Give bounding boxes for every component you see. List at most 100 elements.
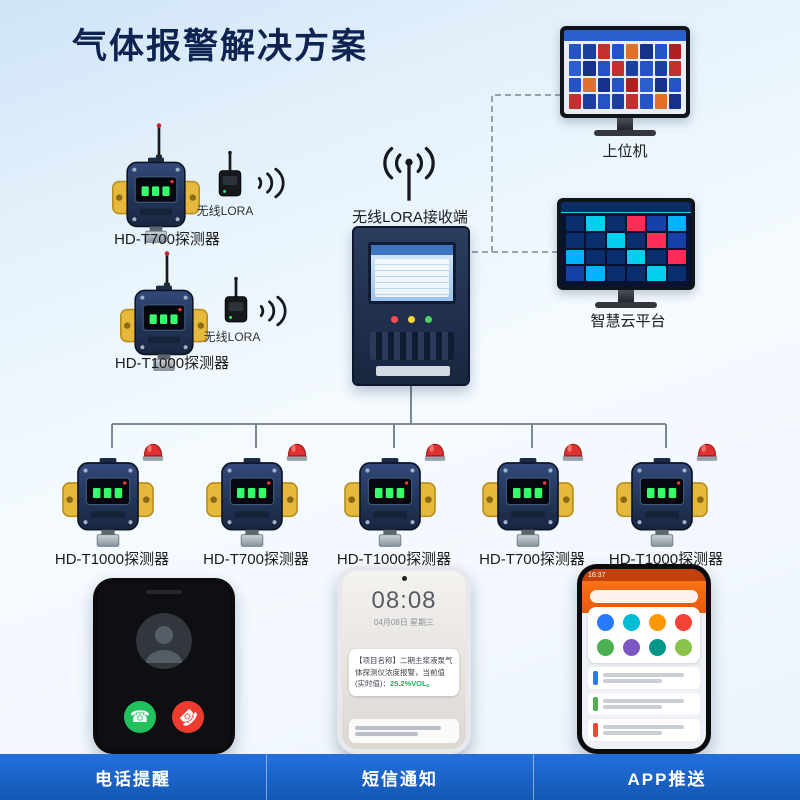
cabinet-indicator-lights: [354, 316, 468, 323]
tile: [654, 94, 667, 109]
yellow-indicator: [407, 316, 415, 323]
footer-item-sms: 短信通知: [266, 754, 533, 800]
detector-label-hd-t700: HD-T700探测器: [114, 231, 220, 248]
tile: [586, 249, 605, 265]
cloud-platform-monitor: [557, 198, 695, 308]
tile: [597, 44, 610, 59]
row-tag: [593, 723, 598, 737]
receiver-label: 无线LORA接收端: [352, 209, 468, 226]
red-indicator: [390, 316, 398, 323]
text-line: [355, 732, 418, 736]
tile: [627, 266, 646, 281]
alarm-beacon-icon: [142, 443, 164, 462]
footer-bar: 电话提醒 短信通知 APP推送: [0, 754, 800, 800]
tile: [586, 216, 605, 231]
tile: [626, 60, 639, 76]
search-bar: [590, 590, 698, 603]
tile: [606, 216, 625, 231]
tile: [622, 639, 640, 656]
monitor-frame: [560, 26, 690, 118]
tile: [640, 94, 653, 109]
row-tag: [593, 671, 598, 685]
tile: [668, 77, 681, 93]
tile: [668, 60, 681, 76]
lora-label-1: 无线LORA: [196, 204, 254, 218]
camera-dot: [401, 576, 407, 581]
tile: [640, 77, 653, 93]
tile: [674, 614, 692, 631]
lockscreen-time: 08:08: [371, 587, 437, 614]
tile: [596, 639, 614, 656]
cabinet-screen: [368, 242, 456, 304]
sms-value: 25.2%VOL。: [390, 679, 435, 689]
tile: [597, 94, 610, 109]
phone-sms-mockup: 08:08 04月08日 星期三 【项目名称】二期主浆液泵气体探测仪浓度报警，当…: [337, 566, 471, 754]
tile: [640, 60, 653, 76]
lora-module-icon: [218, 150, 242, 197]
alarm-beacon-icon: [286, 443, 308, 462]
cloud-screen: [561, 202, 691, 286]
tile: [622, 614, 640, 631]
footer-item-call: 电话提醒: [0, 754, 266, 800]
row-detector-label-2: HD-T700探测器: [203, 551, 309, 568]
tile: [627, 216, 646, 231]
text-line: [603, 699, 684, 703]
host-toolbar: [564, 30, 686, 41]
monitor-base: [594, 130, 656, 136]
tile: [611, 77, 624, 93]
call-buttons: ☎ ☎: [98, 701, 230, 733]
alarm-beacon-icon: [562, 443, 584, 462]
tile: [586, 232, 605, 248]
tile: [583, 44, 596, 59]
tile: [647, 232, 666, 248]
text-line: [603, 673, 684, 677]
row-text-lines: [603, 671, 695, 685]
row-text-lines: [603, 723, 695, 737]
lora-receiver-antenna-icon: [383, 146, 435, 203]
tile: [583, 94, 596, 109]
tile: [566, 249, 585, 265]
tile: [667, 249, 686, 265]
alarm-control-cabinet: [352, 226, 470, 386]
app-screen: 16:37: [582, 569, 706, 749]
app-notification-row: [588, 693, 700, 715]
gas-detector-icon: [344, 457, 436, 548]
call-screen: ☎ ☎: [98, 583, 230, 749]
tile: [569, 94, 582, 109]
tile: [667, 232, 686, 248]
row-tag: [593, 697, 598, 711]
app-notification-list: [588, 667, 700, 741]
tile: [597, 60, 610, 76]
antenna-icon: [155, 123, 163, 164]
tile: [566, 216, 585, 231]
tile: [647, 266, 666, 281]
host-tile-grid: [569, 44, 681, 109]
text-line: [355, 726, 442, 730]
tile: [648, 614, 666, 631]
sms-text: 【项目名称】二期主浆液泵气体探测仪浓度报警，当前值(实时值)：: [355, 656, 453, 689]
host-computer-monitor: [560, 26, 690, 136]
status-time: 16:37: [588, 571, 606, 579]
phone-call-mockup: ☎ ☎: [93, 578, 235, 754]
text-line: [603, 725, 684, 729]
tile: [627, 232, 646, 248]
answer-call-icon: ☎: [124, 701, 156, 733]
tile: [668, 44, 681, 59]
tile: [667, 266, 686, 281]
antenna-icon: [163, 251, 171, 292]
lora-label-2: 无线LORA: [203, 330, 261, 344]
alarm-beacon-icon: [696, 443, 718, 462]
text-line: [603, 679, 662, 683]
detector-label-hd-t1000: HD-T1000探测器: [114, 355, 230, 372]
app-status-bar: 16:37: [582, 569, 706, 581]
gas-detector-icon: [62, 457, 154, 548]
cloud-toolbar: [561, 202, 691, 213]
sms-screen: 08:08 04月08日 星期三 【项目名称】二期主浆液泵气体探测仪浓度报警，当…: [342, 571, 466, 749]
row-detector-5: [616, 443, 718, 548]
tile: [583, 77, 596, 93]
phone-app-mockup: 16:37: [577, 564, 711, 754]
row-detector-1: [62, 443, 164, 548]
text-line: [603, 705, 662, 709]
cloud-tile-grid: [566, 216, 686, 281]
